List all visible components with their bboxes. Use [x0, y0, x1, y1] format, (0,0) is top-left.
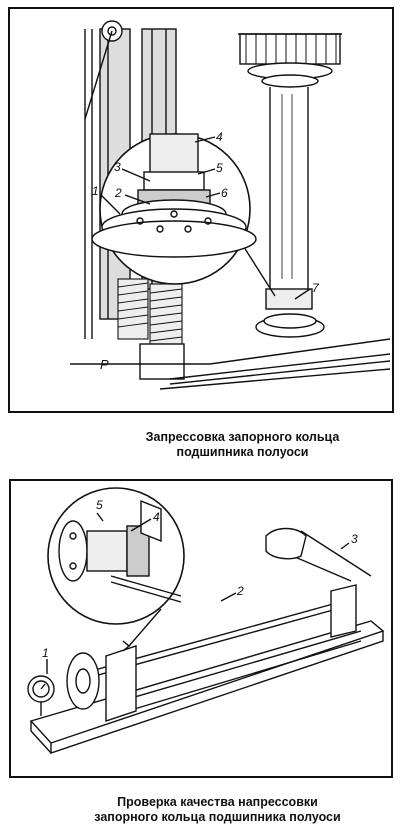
callout-1: 1	[42, 646, 49, 660]
callout-2: 2	[114, 186, 122, 200]
callout-5: 5	[96, 498, 103, 512]
callout-4: 4	[216, 130, 223, 144]
svg-text:P: P	[100, 357, 109, 372]
figure-1-caption-line-1: Запрессовка запорного кольца	[145, 430, 340, 444]
figure-2-caption-line-2: запорного кольца подшипника полуоси	[94, 810, 341, 824]
callout-5: 5	[216, 161, 223, 175]
fixture-drawing: 5 4 3 2 1	[27, 487, 385, 754]
figure-2-caption: Проверка качества напрессовки запорного …	[40, 795, 395, 825]
callout-4: 4	[153, 510, 160, 524]
figure-2-illustration: 5 4 3 2 1	[9, 479, 393, 778]
callout-3: 3	[351, 532, 358, 546]
figure-1-caption: Запрессовка запорного кольца подшипника …	[105, 430, 380, 460]
callout-1: 1	[92, 184, 99, 198]
figure-2-caption-line-1: Проверка качества напрессовки	[117, 795, 318, 809]
figure-1-caption-line-2: подшипника полуоси	[176, 445, 309, 459]
callout-7: 7	[312, 281, 320, 295]
callout-3: 3	[114, 160, 121, 174]
press-drawing: P 4 5 6 3 2 1 7	[70, 20, 391, 390]
callout-6: 6	[221, 186, 228, 200]
figure-1-illustration: P 4 5 6 3 2 1 7	[8, 7, 394, 413]
callout-2: 2	[236, 584, 244, 598]
